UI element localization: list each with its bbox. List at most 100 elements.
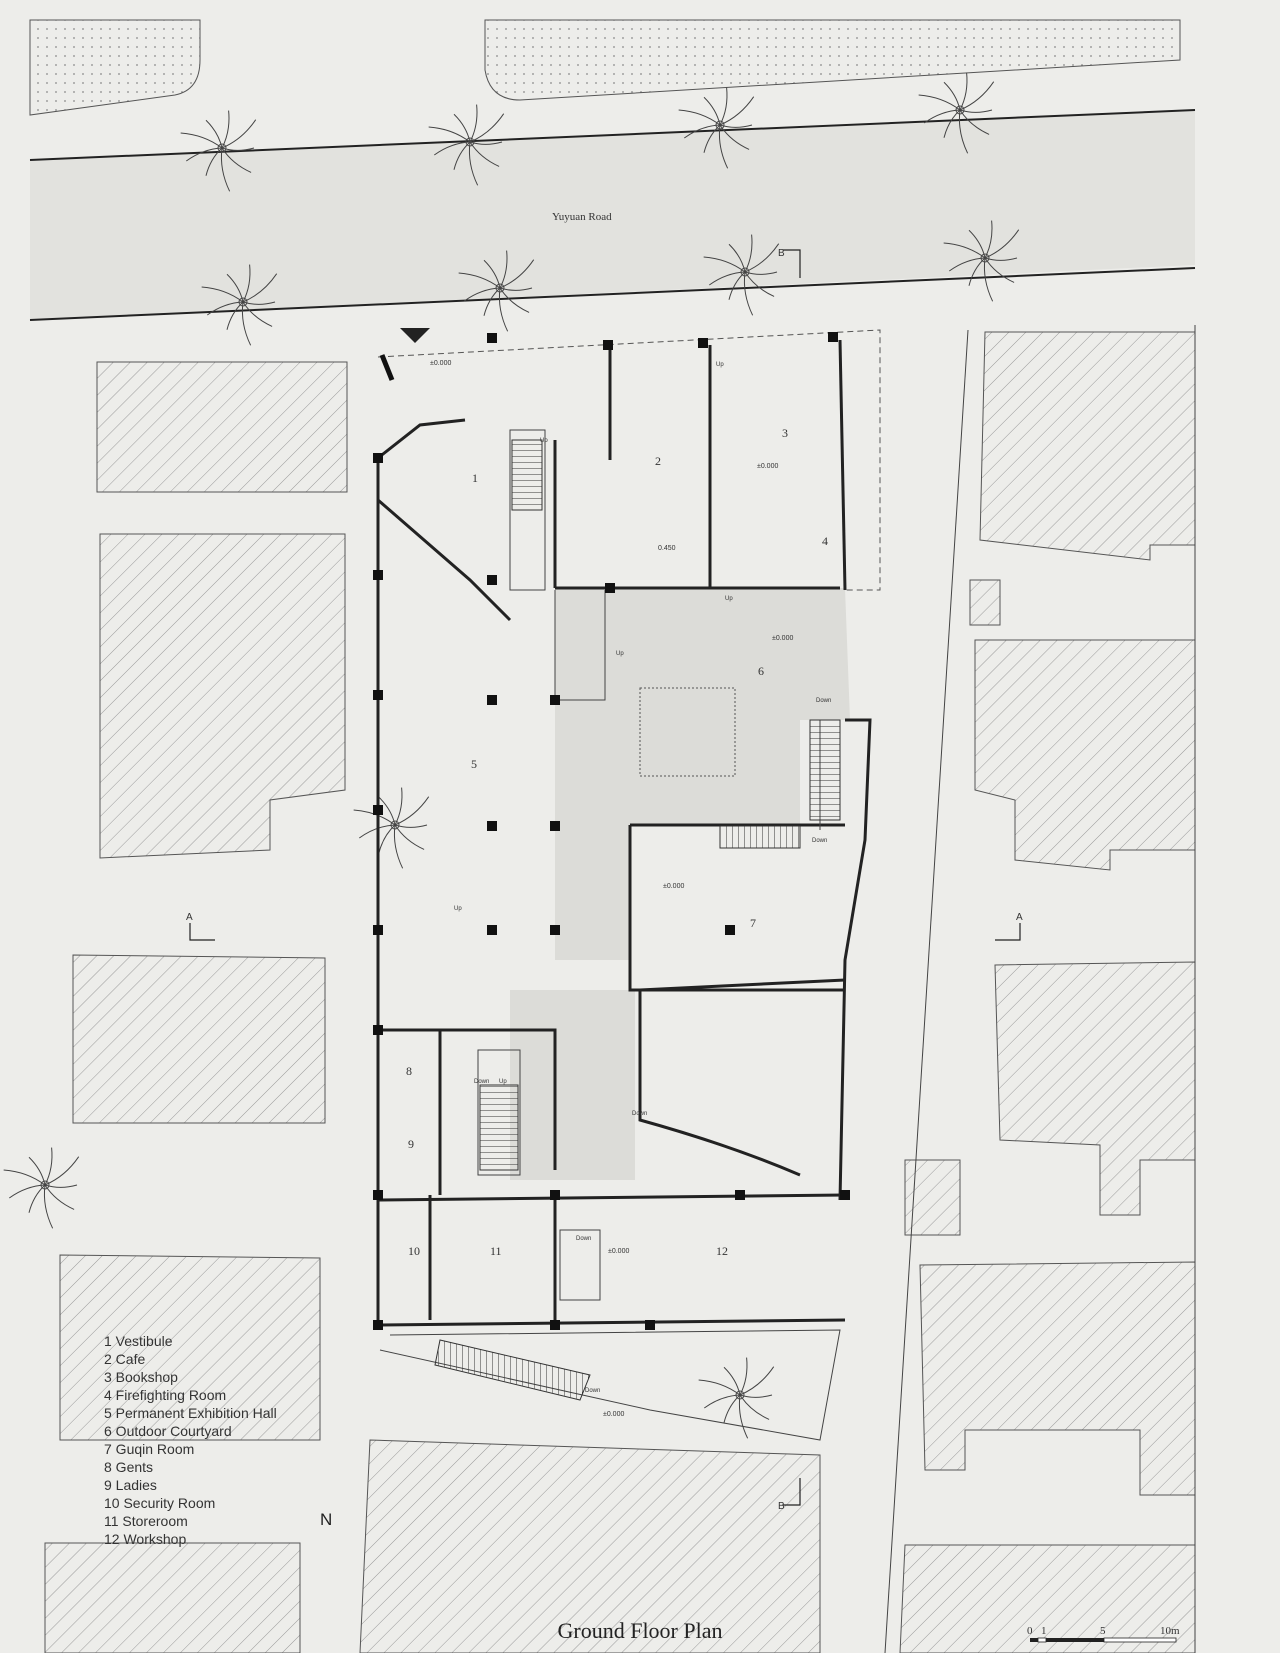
column [487,575,497,585]
north-label: N [320,1510,333,1529]
plan-title: Ground Floor Plan [557,1618,723,1643]
stair-up-label: Up [616,651,624,657]
stair-core-south [477,1049,521,1176]
section-mark-b-south: B [778,1501,785,1512]
legend-item: 11 Storeroom [104,1513,188,1529]
stair-up-label: Up [716,362,724,368]
neighbour-building [99,533,346,859]
stair-south [434,1339,591,1401]
tree [180,110,257,192]
legend-item: 4 Firefighting Room [104,1387,227,1403]
neighbour-building [969,579,1001,626]
level-marks: ±0.000 ±0.000 0.450 ±0.000 ±0.000 ±0.000… [430,360,793,1418]
level-mark: ±0.000 [663,883,684,890]
column [373,453,383,463]
column [550,1320,560,1330]
legend-item: 7 Guqin Room [104,1441,195,1457]
column [373,1190,383,1200]
stair-up-label: Up [454,906,462,912]
column [373,805,383,815]
column [550,695,560,705]
neighbour-building [59,1254,321,1441]
entrance-marker [400,328,430,343]
vestibule-wall [377,418,466,460]
neighbour-building [72,954,326,1124]
neighbouring-buildings [44,331,1196,1653]
stair-guqin [719,825,801,849]
section-mark-b-north: B [778,248,785,259]
level-mark: ±0.000 [772,635,793,642]
scale-bar: 0 1 5 10m [1027,1625,1180,1643]
room-number: 3 [782,426,788,440]
legend-item: 6 Outdoor Courtyard [104,1423,232,1439]
scale-tick: 10m [1160,1625,1180,1637]
room-number: 12 [716,1244,728,1258]
column [605,583,615,593]
building-walls [376,339,872,1327]
column [840,1190,850,1200]
tree [201,264,278,346]
stair-down-label: Down [816,698,831,704]
scale-tick: 1 [1041,1625,1047,1637]
level-mark: ±0.000 [608,1248,629,1255]
column [373,570,383,580]
room-legend: 1 Vestibule 2 Cafe 3 Bookshop 4 Firefigh… [104,1332,277,1548]
paving-area-right [484,19,1181,101]
legend-item: 3 Bookshop [104,1369,178,1385]
column [828,332,838,342]
column [550,821,560,831]
courtyard-lower [510,990,635,1180]
hall-diag-wall [377,498,512,622]
column [373,1025,383,1035]
stair-core [479,1084,519,1171]
stair-workshop [559,1229,601,1301]
planter-courtyard [639,687,736,777]
guqin-wall [628,825,845,992]
column [698,338,708,348]
neighbour-building [96,361,348,493]
neighbour-building [899,1544,1196,1653]
south-inner-wall [377,1193,846,1202]
neighbour-building [44,1542,301,1653]
column [487,333,497,343]
site-boundary [377,329,881,591]
room-number: 11 [490,1244,502,1258]
stair-up-label: Up [499,1079,507,1085]
room-number: 1 [472,471,478,485]
column [550,925,560,935]
legend-item: 8 Gents [104,1459,154,1475]
angled-wall [639,978,846,992]
room-number: 4 [822,534,828,548]
road-label: Yuyuan Road [552,211,612,223]
room-number: 10 [408,1244,420,1258]
level-mark: ±0.000 [603,1411,624,1418]
level-mark: ±0.000 [757,463,778,470]
hall-stair-core [554,590,606,701]
column [645,1320,655,1330]
stair-down-label: Down [585,1388,600,1394]
columns [373,332,850,1330]
east-wall [838,718,872,1201]
legend-item: 12 Workshop [104,1531,187,1547]
stair-courtyard [809,719,841,821]
stair-down-label: Down [576,1236,591,1242]
legend-item: 9 Ladies [104,1477,157,1493]
legend-item: 1 Vestibule [104,1333,173,1349]
neighbour-building [904,1159,961,1236]
room-numbers: 1 2 3 4 5 6 7 8 9 10 11 12 [406,426,828,1258]
south-wall [377,1318,846,1327]
stair-down-label: Down [812,838,827,844]
section-marks: A A B B [186,248,1023,1512]
stair-down-label: Down [474,1079,489,1085]
road-surface [30,110,1195,320]
tree [698,1357,775,1439]
paving-area-left [29,19,201,116]
column [550,1190,560,1200]
neighbour-building [359,1439,821,1653]
stair-down-label: Down [632,1111,647,1117]
room-number: 9 [408,1137,414,1151]
level-mark: ±0.000 [430,360,451,367]
stair-north [511,439,543,511]
column [603,340,613,350]
entrance-wall [379,354,395,381]
